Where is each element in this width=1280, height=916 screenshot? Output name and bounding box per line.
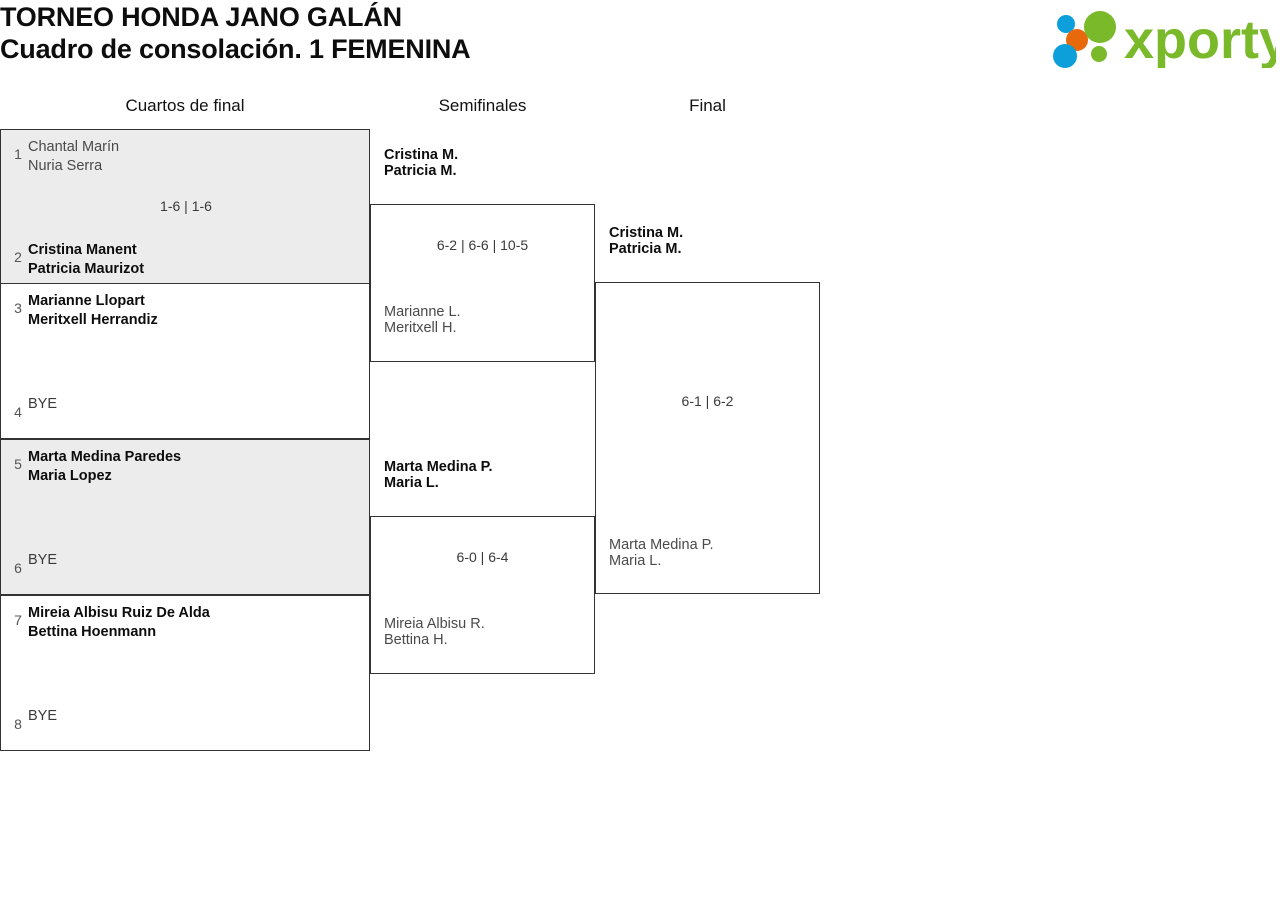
bracket-match-sf1[interactable] bbox=[370, 204, 595, 362]
column-header-semifinals: Semifinales bbox=[438, 96, 527, 115]
bracket-slot-seed-7[interactable]: 7 Mireia Albisu Ruiz De Alda Bettina Hoe… bbox=[1, 603, 369, 641]
bracket-match-sf2[interactable] bbox=[370, 516, 595, 674]
logo-dot-green-small bbox=[1091, 46, 1107, 62]
seed-number: 7 bbox=[14, 612, 22, 628]
match-score-final: 6-1 | 6-2 bbox=[681, 393, 734, 409]
bracket-slot-sf2-top[interactable]: Marta Medina P. Maria L. bbox=[384, 459, 493, 491]
bracket-match-r1-1[interactable]: 1 Chantal Marín Nuria Serra 1-6 | 1-6 2 … bbox=[0, 129, 370, 284]
bracket-slot-sf1-top[interactable]: Cristina M. Patricia M. bbox=[384, 147, 459, 179]
player-names: Marta Medina Paredes Maria Lopez bbox=[28, 449, 182, 484]
bracket-match-r1-3[interactable]: 5 Marta Medina Paredes Maria Lopez 6 BYE bbox=[0, 439, 370, 595]
logo-dot-orange bbox=[1066, 29, 1088, 51]
page-title: TORNEO HONDA JANO GALÁN Cuadro de consol… bbox=[0, 2, 471, 66]
bracket-slot-final-top[interactable]: Cristina M. Patricia M. bbox=[609, 225, 684, 257]
bracket-slot-seed-8[interactable]: 8 BYE bbox=[1, 707, 369, 732]
bracket-match-r1-2[interactable]: 3 Marianne Llopart Meritxell Herrandiz 4… bbox=[0, 283, 370, 439]
bracket-match-final[interactable] bbox=[595, 282, 820, 594]
bracket-match-r1-4[interactable]: 7 Mireia Albisu Ruiz De Alda Bettina Hoe… bbox=[0, 595, 370, 751]
logo-wordmark: xporty bbox=[1124, 10, 1276, 68]
seed-number: 2 bbox=[14, 249, 22, 265]
bracket-slot-seed-5[interactable]: 5 Marta Medina Paredes Maria Lopez bbox=[1, 447, 369, 485]
logo-dot-green-large bbox=[1084, 11, 1116, 43]
match-score: 1-6 | 1-6 bbox=[160, 198, 212, 214]
logo-dot-blue-small bbox=[1057, 15, 1075, 33]
player-names: Mireia Albisu Ruiz De Alda Bettina Hoenm… bbox=[28, 605, 210, 640]
seed-number: 3 bbox=[14, 300, 22, 316]
seed-number: 6 bbox=[14, 560, 22, 576]
column-header-quarterfinals: Cuartos de final bbox=[125, 96, 245, 115]
bracket-slot-seed-1[interactable]: 1 Chantal Marín Nuria Serra bbox=[1, 137, 369, 175]
player-names: Marianne Llopart Meritxell Herrandiz bbox=[28, 293, 158, 328]
seed-number: 4 bbox=[14, 404, 22, 420]
seed-number: 8 bbox=[14, 716, 22, 732]
tournament-name: TORNEO HONDA JANO GALÁN bbox=[0, 2, 402, 32]
bracket-slot-seed-3[interactable]: 3 Marianne Llopart Meritxell Herrandiz bbox=[1, 291, 369, 329]
tournament-subtitle: Cuadro de consolación. 1 FEMENINA bbox=[0, 33, 471, 64]
player-names: Chantal Marín Nuria Serra bbox=[28, 139, 120, 174]
bracket-slot-seed-6[interactable]: 6 BYE bbox=[1, 551, 369, 576]
logo-dot-blue-large bbox=[1053, 44, 1077, 68]
tournament-bracket: 1 Chantal Marín Nuria Serra 1-6 | 1-6 2 … bbox=[0, 129, 1280, 754]
seed-number: 5 bbox=[14, 456, 22, 472]
bracket-slot-final-bottom[interactable]: Marta Medina P. Maria L. bbox=[609, 537, 714, 569]
match-score-sf2: 6-0 | 6-4 bbox=[456, 549, 509, 565]
match-score-sf1: 6-2 | 6-6 | 10-5 bbox=[436, 237, 529, 253]
page-header: TORNEO HONDA JANO GALÁN Cuadro de consol… bbox=[0, 0, 1280, 92]
bye-label: BYE bbox=[28, 552, 58, 568]
column-header-final: Final bbox=[689, 96, 726, 115]
xporty-logo[interactable]: xporty bbox=[1050, 6, 1276, 68]
bracket-slot-sf1-bottom[interactable]: Marianne L. Meritxell H. bbox=[384, 304, 461, 336]
seed-number: 1 bbox=[14, 146, 22, 162]
bracket-slot-sf2-bottom[interactable]: Mireia Albisu R. Bettina H. bbox=[384, 616, 485, 648]
bye-label: BYE bbox=[28, 396, 58, 412]
bracket-slot-seed-2[interactable]: 2 Cristina Manent Patricia Maurizot bbox=[1, 240, 369, 278]
bracket-slot-seed-4[interactable]: 4 BYE bbox=[1, 395, 369, 420]
bye-label: BYE bbox=[28, 708, 58, 724]
player-names: Cristina Manent Patricia Maurizot bbox=[28, 242, 145, 277]
